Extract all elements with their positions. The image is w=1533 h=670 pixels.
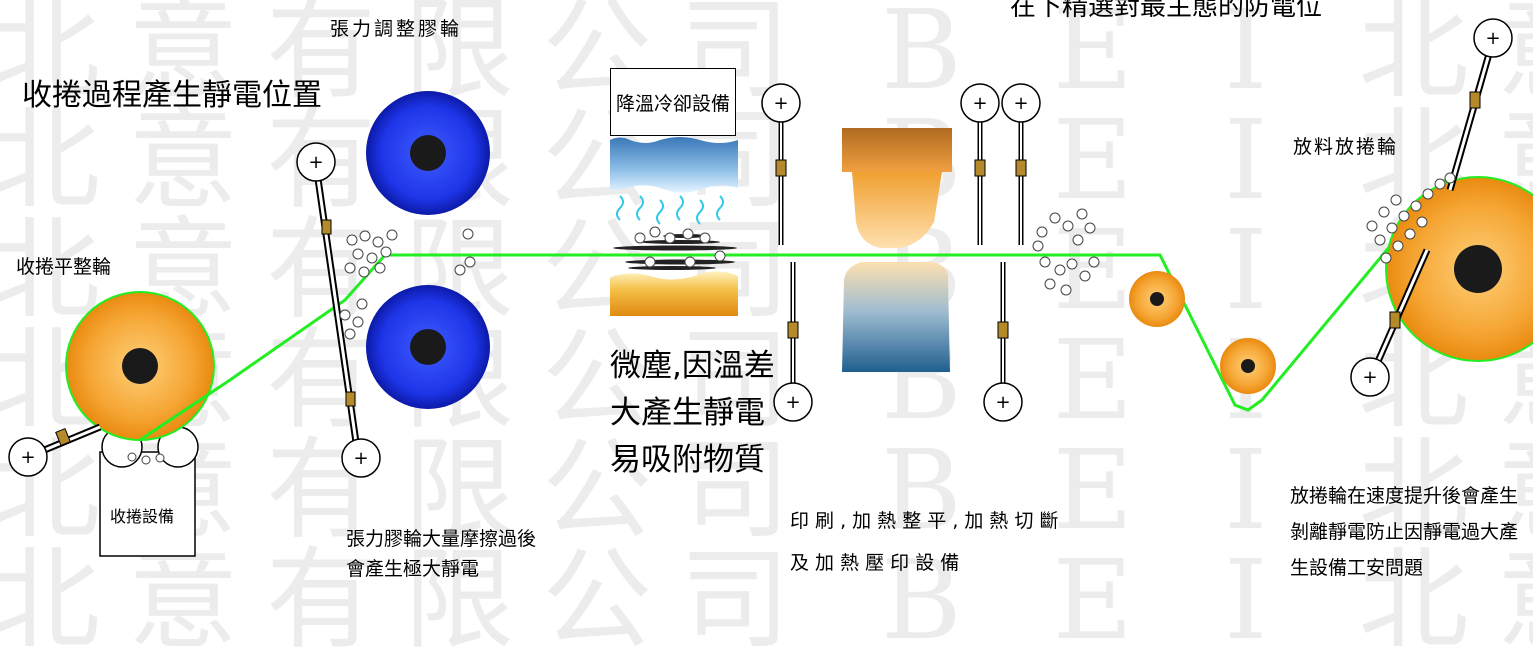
guide-rolls	[1129, 271, 1276, 394]
dust-note: 微塵,因溫差 大產生靜電 易吸附物質	[610, 348, 775, 478]
svg-text:+: +	[353, 448, 368, 469]
watermark-row: 北意有限公司 B E I 北意有限公司 B E	[0, 96, 1533, 224]
top-title: 在下精選對最主態的防電位	[1010, 0, 1323, 22]
unwind-arms: + +	[1350, 18, 1513, 397]
main-title: 收捲過程產生靜電位置	[22, 78, 322, 113]
static-charges-tension	[339, 228, 476, 340]
roll-core	[122, 348, 158, 384]
svg-text:+: +	[1362, 367, 1377, 388]
svg-text:+: +	[972, 93, 987, 114]
tension-rollers	[366, 91, 490, 409]
svg-text:+: +	[20, 447, 35, 468]
rewind-flatten-roller-label: 收捲平整輪	[16, 256, 112, 278]
roll-core	[410, 329, 446, 365]
tension-arm: + +	[296, 142, 381, 478]
svg-text:+: +	[1485, 28, 1500, 49]
unwind-roller-label: 放料放捲輪	[1293, 136, 1399, 158]
svg-text:+: +	[995, 392, 1010, 413]
unwind-note: 放捲輪在速度提升後會產生 剝離靜電防止因靜電過大產 生設備工安問題	[1290, 485, 1519, 579]
idler-arms: + + + + +	[761, 83, 1041, 422]
rewind-equipment-label: 收捲設備	[110, 507, 175, 526]
tension-roller-label: 張力調整膠輪	[330, 18, 463, 40]
static-charges-rewind	[127, 452, 165, 465]
svg-text:+: +	[1013, 93, 1028, 114]
web-path	[139, 179, 1447, 442]
diagram-graphics: + + +	[8, 18, 1533, 557]
watermark-row: 北意有限公司 B E I 北意有限公司 B E	[0, 206, 1533, 334]
svg-text:+: +	[773, 93, 788, 114]
unwind-roll	[1385, 176, 1533, 362]
rewind-equipment-box	[99, 451, 196, 557]
svg-text:+: +	[308, 152, 323, 173]
static-charges-press	[1032, 208, 1100, 296]
tension-note: 張力膠輪大量摩擦過後 會產生極大靜電	[346, 528, 537, 580]
roll-core	[410, 135, 446, 171]
static-charges-unwind	[1366, 172, 1456, 264]
cooling-equipment-label: 降溫冷卻設備	[615, 92, 730, 115]
cooling-equipment-label-box: 降溫冷卻設備	[610, 68, 736, 136]
watermark-row: 北意有限公司 B E I 北意有限公司 B E	[0, 426, 1533, 554]
print-note: 印 刷 , 加 熱 整 平 , 加 熱 切 斷 及 加 熱 壓 印 設 備	[790, 510, 1059, 574]
press-equipment	[842, 128, 952, 372]
idler-roller	[8, 437, 48, 477]
svg-text:+: +	[785, 392, 800, 413]
rewind-equipment: +	[8, 291, 215, 557]
cooling-equipment	[610, 137, 738, 316]
